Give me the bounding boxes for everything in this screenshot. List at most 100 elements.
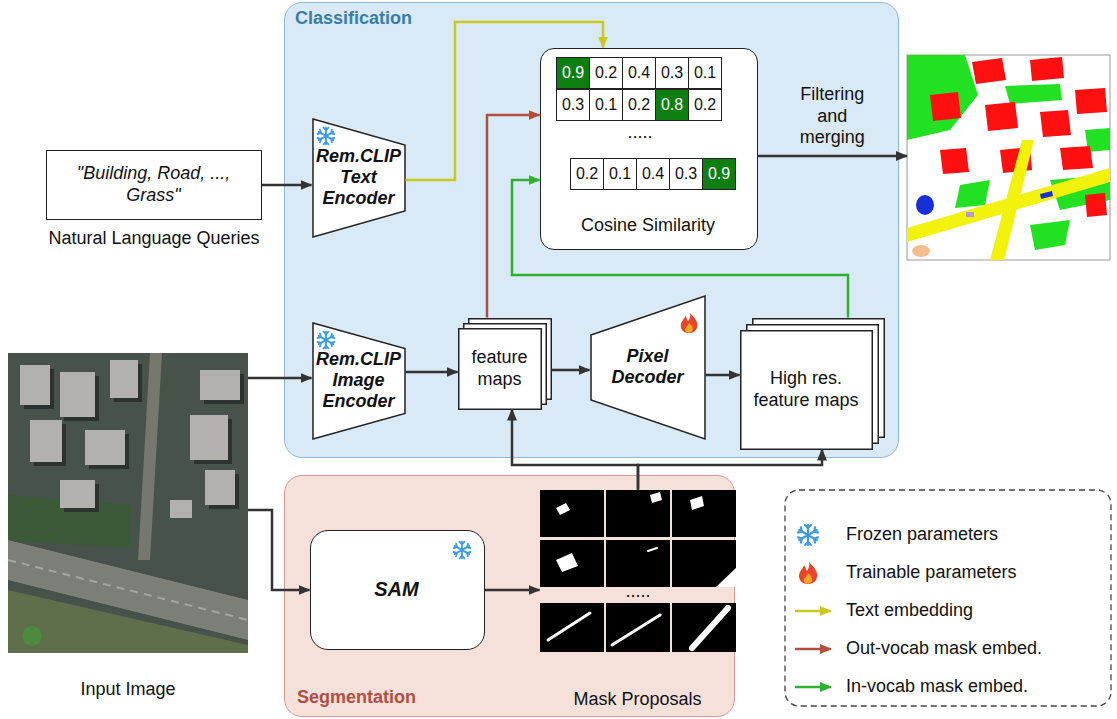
matrix-cell: 0.2 [622,89,656,121]
matrix-cell: 0.8 [655,89,689,121]
text-slot: Input Image [80,679,175,701]
mask-tiles [540,490,736,652]
text-slot: High res. feature maps [740,330,873,450]
legend-text: Out-vocab mask embed. [846,638,1042,660]
map-patch [966,212,974,217]
connector [485,589,540,592]
matrix-cell: 0.1 [589,89,623,121]
matrix-cell: 0.2 [589,57,623,89]
text-slot: In-vocab mask embed. [846,676,1028,698]
text-slot: Frozen parameters [846,524,998,546]
score-value: 0.1 [595,95,617,114]
score-value: 0.1 [609,164,631,183]
connector [758,155,908,158]
matrix-cell: 0.9 [702,158,736,190]
node-label: Cosine Similarity [541,215,756,237]
text-slot: Mask Proposals [573,689,701,711]
text-slot: Cosine Similarity [541,215,756,237]
matrix-cell: 0.1 [603,158,637,190]
text-slot: ..... [600,122,680,144]
node-label: Segmentation [297,687,416,709]
node-caption: Natural Language Queries [48,228,259,250]
encoder-trapezoid [313,119,405,237]
node-label: feature maps [462,347,538,390]
text-slot: Out-vocab mask embed. [846,638,1042,660]
map-car [1040,191,1053,199]
legend-text: Text embedding [846,600,973,622]
map-vehicle [916,195,934,215]
photo-pond [22,626,42,646]
text-slot: Filtering and merging [786,84,878,149]
text-slot: Text embedding [846,600,973,622]
legend-trainable-icon [799,562,817,584]
node-label: Input Image [80,679,175,701]
photo-ground [8,353,248,653]
map-sheet [458,328,541,409]
score-value: 0.9 [708,164,730,183]
mask-grid [540,490,736,652]
score-value: 0.4 [642,164,664,183]
node-label: "Building, Road, ..., Grass" [57,163,250,206]
node-label: High res. feature maps [744,368,869,411]
segmentation-map [907,55,1110,260]
photo-buildings [20,360,240,518]
text-slot: feature maps [458,328,542,410]
matrix-cell: 0.3 [669,158,703,190]
text-slot: "Building, Road, ..., Grass" [47,151,260,218]
connector [406,371,458,374]
matrix-cell: 0.3 [655,57,689,89]
map-patch [912,245,930,257]
score-value: 0.9 [562,63,584,82]
text-slot: Rem.CLIP Image Encoder [314,344,404,418]
connector [706,374,740,377]
legend-frozen-icon [798,525,818,545]
text-slot: Rem.CLIP Text Encoder [314,140,404,216]
photo-field [8,590,248,653]
text-slot: Natural Language Queries [48,228,259,250]
matrix-cell: 0.1 [688,57,722,89]
matrix-cell: 0.4 [622,57,656,89]
text-slot: Classification [295,8,412,30]
node-label: Classification [295,8,412,30]
matrix-cell: 0.2 [688,89,722,121]
pixel-decoder: Pixel Decoder [590,295,706,440]
satellite-photo [8,353,248,653]
decoder-trapezoid [591,296,705,439]
high-res-maps: High res. feature maps [740,318,885,450]
score-value: 0.4 [628,63,650,82]
text-slot: Segmentation [297,687,416,709]
score-value: 0.3 [675,164,697,183]
legend-text: Trainable parameters [846,562,1016,584]
text-slot: ..... [598,581,678,603]
score-value: 0.2 [576,164,598,183]
node-label: Mask Proposals [573,689,701,711]
text-slot: Trainable parameters [846,562,1016,584]
score-value: 0.3 [661,63,683,82]
ellipsis: ..... [598,581,678,603]
query-box: "Building, Road, ..., Grass"Natural Lang… [46,150,262,220]
text-slot: Pixel Decoder [594,333,702,402]
map-sheet [740,330,872,449]
matrix-cell: 0.2 [570,158,604,190]
node-label: Pixel Decoder [596,346,700,387]
score-value: 0.1 [694,63,716,82]
node-label: Rem.CLIP Image Encoder [316,349,402,411]
matrix-cell: 0.3 [556,89,590,121]
score-value: 0.2 [595,63,617,82]
map-roads [907,140,1110,260]
connector [552,369,590,372]
connector [248,377,312,380]
score-value: 0.3 [562,95,584,114]
legend-text: In-vocab mask embed. [846,676,1028,698]
edge-label: Filtering and merging [786,84,878,149]
connector [262,184,312,187]
legend-arrow [795,648,831,651]
node-label: SAM [374,577,418,601]
legend-frame [785,490,1111,706]
score-value: 0.2 [628,95,650,114]
legend-arrow [795,686,831,689]
map-ground [907,55,1110,260]
feature-maps: feature maps [458,318,552,410]
legend-text: Frozen parameters [846,524,998,546]
